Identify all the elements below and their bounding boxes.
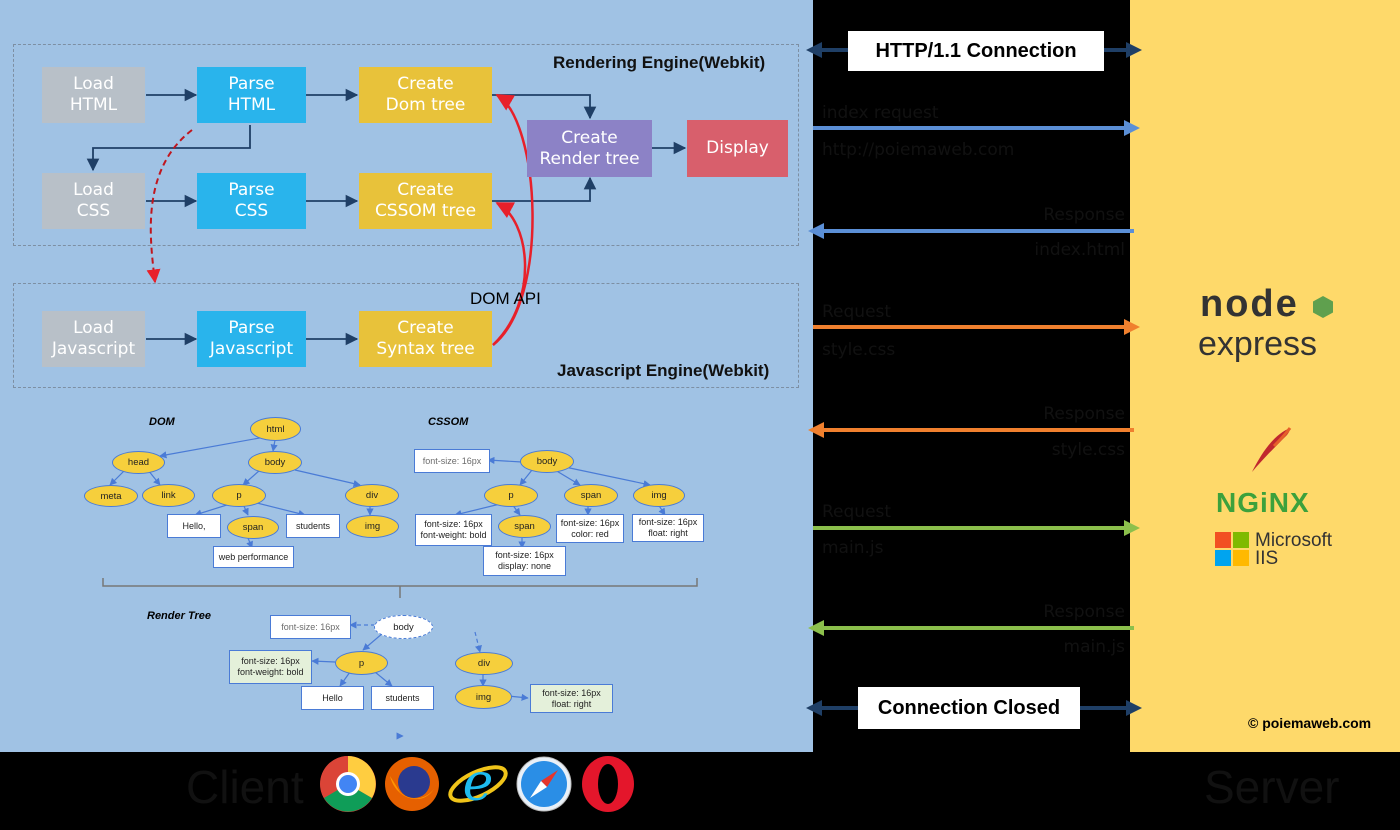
cssom-img-style: font-size: 16px float: right [632,514,704,542]
microsoft-iis-logo: Microsoft IIS [1215,530,1345,570]
javascript-engine-box [13,283,799,388]
nodejs-logo-text: node [1200,283,1299,325]
nodejs-logo: node [1200,283,1340,333]
server-panel [1130,0,1400,752]
css-request-line1: Request [822,302,892,322]
css-request-line2: style.css [822,340,896,360]
rendering-engine-box [13,44,799,246]
firefox-icon [385,757,439,811]
load-css-step: Load CSS [42,173,145,229]
dom-node-meta: meta [84,485,138,507]
cssom-body-style: font-size: 16px [414,449,490,473]
dom-leaf-web-performance: web performance [213,546,294,568]
create-render-tree-step: Create Render tree [527,120,652,177]
client-label: Client [186,761,304,813]
js-response-line1: Response [1043,602,1125,622]
dom-node-span: span [227,516,279,539]
pipeline-arrows [86,88,687,346]
http-connection-label: HTTP/1.1 Connection [848,31,1104,71]
css-response-line2: style.css [1051,440,1125,460]
css-response-line1: Response [1043,404,1125,424]
ie-icon: e [448,753,508,813]
server-label: Server [1204,761,1340,813]
browser-icons: e [318,753,638,814]
nodejs-hexagon-icon [1313,296,1333,318]
index-request-line2: http://poiemaweb.com [822,140,1015,160]
dom-api-label: DOM API [470,289,541,308]
cssom-p-style: font-size: 16px font-weight: bold [415,514,492,546]
javascript-engine-title: Javascript Engine(Webkit) [557,361,770,380]
cssom-node-p: p [484,484,538,507]
cssom-span-nested-style: font-size: 16px display: none [483,546,566,576]
dom-node-link: link [142,484,195,507]
tree-edges [102,436,698,701]
load-javascript-step: Load Javascript [42,311,145,367]
dom-leaf-students: students [286,514,340,538]
dom-node-html: html [250,417,301,441]
cssom-node-img: img [633,484,685,507]
cssom-node-span: span [564,484,618,507]
apache-feather-icon [1252,427,1292,472]
connection-arrows [806,42,1142,716]
dom-node-p: p [212,484,266,507]
parse-css-step: Parse CSS [197,173,306,229]
opera-icon [582,756,634,812]
dom-node-body: body [248,451,302,474]
bottom-bar [0,752,1400,830]
parse-javascript-step: Parse Javascript [197,311,306,367]
cssom-node-span-nested: span [498,515,551,538]
render-node-body: body [374,615,433,639]
cssom-tree-label: CSSOM [428,416,469,428]
index-response-line2: index.html [1034,240,1125,260]
js-request-line1: Request [822,502,892,522]
create-syntax-tree-step: Create Syntax tree [359,311,492,367]
dom-node-img: img [346,515,399,538]
rendering-engine-title: Rendering Engine(Webkit) [553,53,766,72]
create-dom-tree-step: Create Dom tree [359,67,492,123]
create-cssom-tree-step: Create CSSOM tree [359,173,492,229]
microsoft-iis-text: Microsoft IIS [1255,530,1333,569]
render-tree-label: Render Tree [147,610,211,622]
express-logo: express [1198,325,1318,363]
cssom-node-body: body [520,450,574,473]
render-node-img: img [455,685,512,709]
display-step: Display [687,120,788,177]
dom-node-div: div [345,484,399,507]
dom-tree-label: DOM [149,416,175,428]
render-leaf-hello: Hello [301,686,364,710]
safari-icon [516,756,572,812]
copyright-text: © poiemaweb.com [1248,715,1372,731]
index-response-line1: Response [1043,205,1125,225]
svg-text:e: e [463,753,494,813]
cssom-span-style: font-size: 16px color: red [556,514,624,543]
load-html-step: Load HTML [42,67,145,123]
dom-leaf-hello: Hello, [167,514,221,538]
render-img-style: font-size: 16px float: right [530,684,613,713]
render-node-div: div [455,652,513,675]
js-request-line2: main.js [822,538,884,558]
render-node-p: p [335,651,388,675]
microsoft-squares-icon [1215,532,1249,566]
connection-closed-label: Connection Closed [858,687,1080,729]
chrome-icon [320,756,376,812]
index-request-line1: index request [822,103,939,123]
dom-node-head: head [112,451,165,474]
parse-html-step: Parse HTML [197,67,306,123]
render-leaf-students: students [371,686,434,710]
js-response-line2: main.js [1063,637,1125,657]
nginx-logo: NGiNX [1216,487,1310,518]
render-p-style: font-size: 16px font-weight: bold [229,650,312,684]
render-body-style: font-size: 16px [270,615,351,639]
